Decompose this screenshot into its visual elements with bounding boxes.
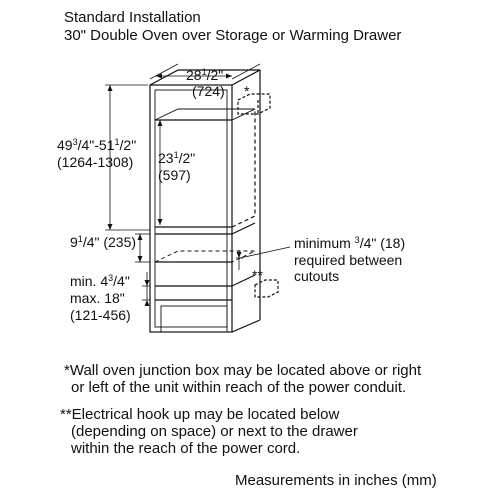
note2-line2: (depending on space) or next to the draw… [71,423,358,440]
width-arrow-left [156,73,162,79]
minmax-arrow-bottom [144,300,150,306]
gap-label-line2: required between [294,252,402,268]
gap-leader [239,246,291,259]
shelf-depth [231,222,256,235]
toe-kick [160,305,228,333]
electrical-marker: ** [252,267,263,283]
junction-box [237,93,271,115]
units-note: Measurements in inches (mm) [235,472,437,489]
note1-line1: *Wall oven junction box may be located a… [64,362,422,379]
overall-height-mm-label: (1264-1308) [57,154,133,170]
note-junction-box: *Wall oven junction box may be located a… [64,362,421,396]
cabinet-inner [154,89,228,328]
oven-arrow-bottom [157,219,163,225]
width-mm-label: (724) [192,83,225,99]
note1-line2: or left of the unit within reach of the … [71,379,407,396]
note2-line1: **Electrical hook up may be located belo… [60,406,340,423]
overall-arrow-bottom [107,224,113,230]
cabinet-bottom-edge [231,319,261,333]
drawer-height-label: 91/4" (235) [70,234,136,250]
drawer-depth [231,274,256,287]
oven-height-label: 231/2" [158,150,195,166]
minmax-max-label: max. 18" [70,290,125,306]
oven-arrow-top [157,120,163,126]
minmax-mm-label: (121-456) [70,307,131,323]
cabinet-top [149,69,261,86]
minmax-arrow-top [144,280,150,286]
drawer-arrow-bottom [137,256,143,262]
overall-arrow-top [107,85,113,91]
cabinet-front [149,84,233,333]
note2-line3: within the reach of the power cord. [71,440,301,457]
gap-label-line1: minimum 3/4" (18) [294,235,405,251]
junction-marker: * [244,83,250,99]
width-ext-right [231,63,261,80]
note-electrical: **Electrical hook up may be located belo… [60,406,358,457]
minmax-min-label: min. 43/4" [70,273,130,289]
diagram-title-line2: 30" Double Oven over Storage or Warming … [64,27,402,44]
width-ext-left [149,63,179,80]
oven-height-mm-label: (597) [158,167,191,183]
oven-cutout-hidden [231,109,256,228]
gap-label-line3: cutouts [294,268,339,284]
overall-height-label: 493/4"-511/2" [57,137,136,153]
drawer-arrow-top [137,234,143,240]
electrical-box [254,279,279,298]
width-label: 281/2" [186,67,223,83]
oven-cutout-top [154,108,256,121]
gap-arrow [236,252,242,258]
width-arrow-right [226,73,232,79]
drawer-cutout-hidden [154,250,256,263]
diagram-title-line1: Standard Installation [64,9,201,26]
